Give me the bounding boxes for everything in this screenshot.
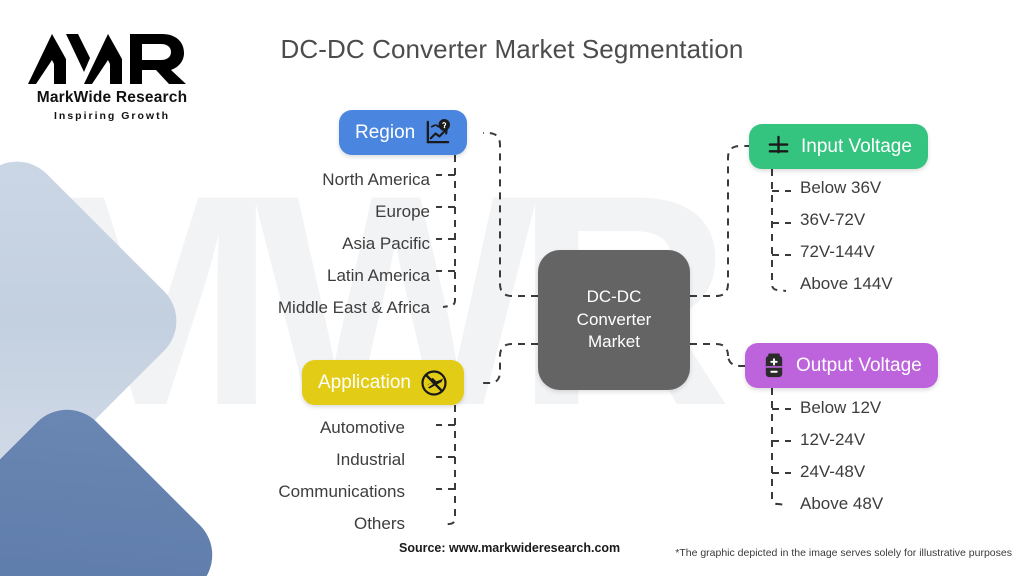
- list-item: 72V-144V: [800, 242, 875, 261]
- segment-badge-output-voltage[interactable]: Output Voltage: [745, 343, 938, 388]
- segment-list-application: Automotive Industrial Communications Oth…: [150, 412, 405, 540]
- segment-list-input-voltage: Below 36V 36V-72V 72V-144V Above 144V: [800, 172, 893, 300]
- center-node[interactable]: DC-DC Converter Market: [538, 250, 690, 390]
- disclaimer-text: *The graphic depicted in the image serve…: [675, 547, 1012, 559]
- segment-badge-input-voltage-label: Input Voltage: [801, 135, 912, 157]
- list-item: Above 48V: [800, 494, 884, 513]
- center-node-line3: Market: [588, 332, 640, 352]
- segment-list-region: North America Europe Asia Pacific Latin …: [180, 164, 430, 324]
- mwr-monogram-icon: [28, 34, 186, 84]
- list-item: North America: [322, 170, 430, 189]
- source-text: Source: www.markwideresearch.com: [399, 541, 621, 555]
- segment-badge-application[interactable]: Application: [302, 360, 464, 405]
- list-item: Communications: [278, 482, 405, 501]
- center-node-line2: Converter: [576, 309, 652, 329]
- logo-name: MarkWide Research: [36, 89, 188, 106]
- list-item: Middle East & Africa: [277, 298, 430, 317]
- no-airplane-icon: [420, 369, 448, 397]
- logo: MarkWide Research Inspiring Growth: [22, 28, 202, 122]
- spine-region: [442, 155, 456, 308]
- connector-center-output: [690, 343, 745, 367]
- spine-output: [771, 388, 787, 506]
- segment-badge-input-voltage[interactable]: Input Voltage: [749, 124, 928, 169]
- page-title: DC-DC Converter Market Segmentation: [280, 34, 744, 64]
- list-item: 12V-24V: [800, 430, 866, 449]
- battery-icon: [761, 352, 787, 379]
- list-item: Europe: [375, 202, 430, 221]
- list-item: Asia Pacific: [342, 234, 430, 253]
- center-node-line1: DC-DC: [586, 287, 642, 307]
- list-item: Below 36V: [800, 178, 882, 197]
- chart-question-icon: [424, 119, 451, 146]
- list-item: Below 12V: [800, 398, 882, 417]
- logo-tagline: Inspiring Growth: [54, 110, 170, 122]
- list-item: Latin America: [327, 266, 430, 285]
- spine-application: [441, 405, 456, 526]
- connector-center-application: [482, 343, 538, 384]
- capacitor-icon: [765, 133, 792, 160]
- connector-center-region: [483, 132, 538, 297]
- segment-list-output-voltage: Below 12V 12V-24V 24V-48V Above 48V: [800, 392, 883, 520]
- segment-badge-region-label: Region: [355, 121, 416, 143]
- spine-input: [771, 169, 787, 292]
- list-item: 24V-48V: [800, 462, 866, 481]
- list-item: Others: [353, 514, 405, 533]
- list-item: Industrial: [336, 450, 405, 469]
- segment-badge-region[interactable]: Region: [339, 110, 468, 155]
- segment-badge-output-voltage-label: Output Voltage: [796, 354, 922, 376]
- connector-center-input: [690, 145, 749, 297]
- list-item: 36V-72V: [800, 210, 866, 229]
- list-item: Automotive: [319, 418, 405, 437]
- list-item: Above 144V: [800, 274, 893, 293]
- segment-badge-application-label: Application: [318, 371, 411, 393]
